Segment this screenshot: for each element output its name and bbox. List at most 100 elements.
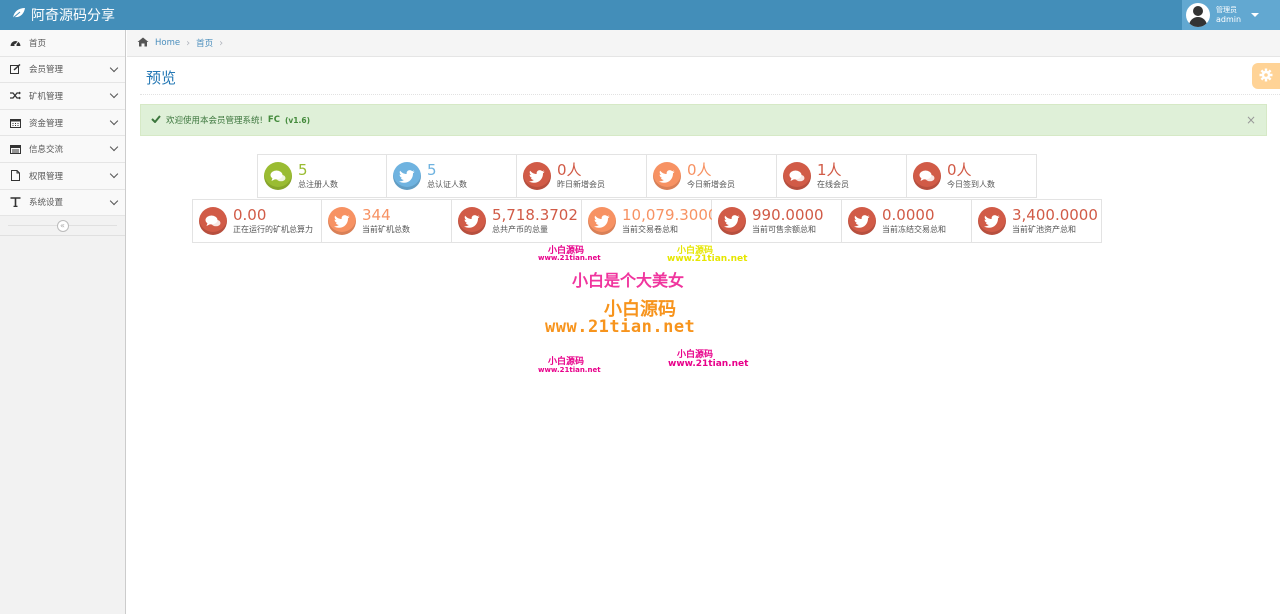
twitter-icon	[978, 207, 1006, 235]
watermark-title-tl: 小白源码	[548, 246, 585, 256]
navbar: 阿奇源码分享 管理员 admin	[0, 0, 1280, 30]
watermark-title-bl: 小白源码	[548, 357, 585, 367]
chevron-down-icon	[109, 196, 119, 205]
twitter-icon	[393, 162, 421, 190]
chevron-down-icon	[109, 89, 119, 99]
close-icon[interactable]: ×	[1245, 113, 1256, 127]
stat-label: 当前矿机总数	[362, 225, 410, 234]
avatar	[1186, 3, 1210, 27]
sidebar-item-label: 矿机管理	[29, 91, 64, 102]
stat-label: 总共产币的总量	[492, 225, 548, 234]
comments-icon	[199, 207, 227, 235]
twitter-icon	[588, 207, 616, 235]
sidebar-item-label: 首页	[29, 38, 47, 49]
double-chevron-left-icon[interactable]: «	[56, 219, 69, 232]
twitter-icon	[458, 207, 486, 235]
sidebar-item-settings[interactable]: 系统设置	[0, 189, 125, 217]
stat-label: 总注册人数	[298, 180, 338, 189]
watermark-url-bl: www.21tian.net	[538, 366, 601, 374]
stat-value: 1人	[817, 161, 842, 179]
leaf-icon	[12, 7, 26, 23]
stat-label: 当前矿池资产总和	[1012, 225, 1076, 234]
page-title: 预览	[146, 69, 177, 87]
stat-value: 10,079.3000	[622, 206, 718, 224]
stat-value: 5,718.3702	[492, 206, 578, 224]
alert-brand: FC	[267, 115, 280, 125]
stat-value: 5	[298, 161, 308, 179]
app-title: 阿奇源码分享	[31, 8, 115, 24]
sidebar-item-home[interactable]: 首页	[0, 30, 125, 57]
welcome-alert: 欢迎使用本会员管理系统! FC (v1.6) ×	[140, 104, 1267, 136]
stat-box: 0人今日新增会员	[647, 154, 777, 198]
sidebar-collapse: «	[0, 216, 125, 237]
stat-label: 当前可售余额总和	[752, 225, 816, 234]
stat-box: 0人昨日新增会员	[517, 154, 647, 198]
home-icon	[137, 37, 149, 50]
user-menu[interactable]: 管理员 admin	[1182, 0, 1280, 30]
breadcrumb-separator: ›	[219, 37, 224, 49]
calendar-icon	[8, 118, 22, 128]
watermark-url-tr: www.21tian.net	[667, 254, 748, 264]
twitter-icon	[653, 162, 681, 190]
sidebar-item-permissions[interactable]: 权限管理	[0, 162, 125, 190]
sidebar-item-funds[interactable]: 资金管理	[0, 109, 125, 137]
stat-box: 0人今日签到人数	[907, 154, 1037, 198]
sidebar-item-label: 信息交流	[29, 145, 64, 156]
watermark-url-main: www.21tian.net	[545, 317, 696, 337]
stat-value: 0人	[947, 161, 972, 179]
stat-value: 990.0000	[752, 206, 824, 224]
sidebar-item-messages[interactable]: 信息交流	[0, 136, 125, 163]
comments-icon	[783, 162, 811, 190]
stat-label: 今日新增会员	[687, 180, 735, 189]
chevron-down-icon	[109, 116, 119, 126]
sidebar-item-label: 资金管理	[29, 118, 64, 129]
page-header: 预览	[140, 57, 1280, 95]
text-icon	[8, 197, 22, 208]
twitter-icon	[848, 207, 876, 235]
alert-text: 欢迎使用本会员管理系统!	[166, 116, 263, 126]
list-icon	[8, 144, 22, 154]
breadcrumb-home-label: Home	[155, 38, 181, 48]
sidebar-item-label: 系统设置	[29, 198, 64, 209]
check-icon	[151, 114, 161, 126]
watermark-url-br: www.21tian.net	[668, 359, 749, 369]
comments-icon	[913, 162, 941, 190]
alert-version: (v1.6)	[284, 115, 310, 125]
sidebar-item-miners[interactable]: 矿机管理	[0, 83, 125, 110]
breadcrumb-separator: ›	[186, 37, 191, 49]
sidebar-item-label: 权限管理	[29, 171, 64, 182]
watermark-title-br: 小白源码	[677, 350, 714, 360]
brand[interactable]: 阿奇源码分享	[12, 5, 115, 25]
sidebar: 首页 会员管理 矿机管理 资金管理 信息交流 权限管理	[0, 30, 126, 614]
breadcrumb-home[interactable]: Home	[137, 37, 180, 50]
breadcrumb-current[interactable]: 首页	[196, 39, 214, 49]
twitter-icon	[718, 207, 746, 235]
stat-value: 3,400.0000	[1012, 206, 1098, 224]
stat-value: 0.0000	[882, 206, 935, 224]
stat-value: 344	[362, 206, 391, 224]
stat-label: 今日签到人数	[947, 180, 995, 189]
stat-label: 总认证人数	[427, 180, 467, 189]
edit-icon	[8, 64, 22, 75]
stat-label: 昨日新增会员	[557, 180, 605, 189]
stat-value: 0人	[557, 161, 582, 179]
chevron-down-icon	[109, 169, 119, 179]
watermark-url-tl: www.21tian.net	[538, 254, 601, 262]
twitter-icon	[523, 162, 551, 190]
sidebar-item-members[interactable]: 会员管理	[0, 56, 125, 84]
settings-button[interactable]	[1252, 63, 1280, 89]
watermark-title-main: 小白源码	[604, 299, 676, 320]
user-role: 管理员	[1216, 6, 1237, 14]
sidebar-item-label: 会员管理	[29, 65, 64, 76]
twitter-icon	[328, 207, 356, 235]
chevron-down-icon	[109, 63, 119, 72]
